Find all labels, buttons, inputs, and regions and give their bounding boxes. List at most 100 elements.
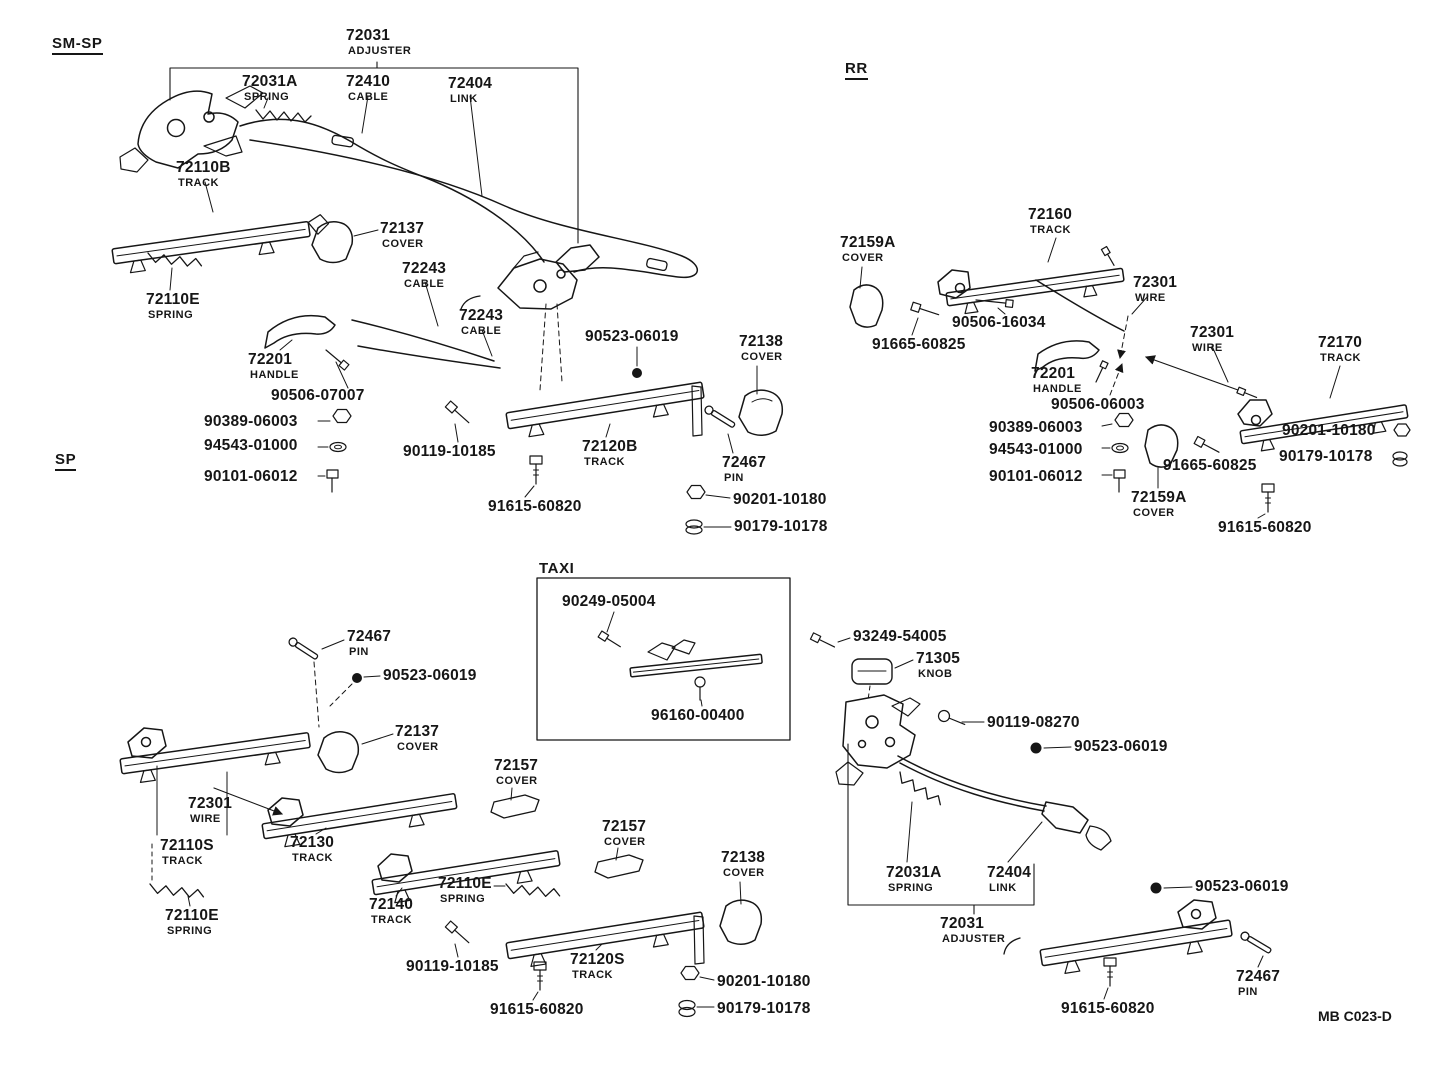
part-number: 90523-06019 bbox=[585, 328, 679, 345]
part-number: 90523-06019 bbox=[1074, 738, 1168, 755]
part-number: 72110E bbox=[438, 875, 492, 892]
pin-72467-bl-drawing bbox=[288, 637, 381, 728]
part-number: 90101-06012 bbox=[989, 468, 1083, 485]
spring-72110e-bl-drawing bbox=[149, 843, 205, 907]
part-number: 90249-05004 bbox=[562, 593, 656, 610]
part-number: 72140 bbox=[369, 896, 414, 913]
part-label-90119-10185: 90119-10185 bbox=[403, 444, 496, 460]
cover-72137-top-drawing bbox=[311, 221, 379, 264]
rr-fasteners-drawing bbox=[1101, 412, 1411, 519]
br-fasteners-drawing bbox=[1103, 882, 1272, 1000]
part-number: 91615-60820 bbox=[1061, 1000, 1155, 1017]
wire-72301-bl-drawing bbox=[213, 787, 284, 816]
part-description: COVER bbox=[842, 251, 884, 264]
cables-72410-72404-drawing bbox=[239, 95, 698, 279]
part-label-90523-06019: 90523-06019 bbox=[1074, 739, 1168, 755]
section-header-taxi: TAXI bbox=[539, 560, 575, 577]
part-label-90523-06019: 90523-06019 bbox=[383, 668, 477, 684]
part-number: 91665-60825 bbox=[1163, 457, 1257, 474]
part-description: KNOB bbox=[918, 667, 953, 680]
part-number: 90201-10180 bbox=[717, 973, 811, 990]
part-number: 72130 bbox=[290, 834, 335, 851]
part-number: 72467 bbox=[347, 628, 392, 645]
handle-72201-drawing bbox=[264, 314, 350, 389]
part-number: 96160-00400 bbox=[651, 707, 745, 724]
part-number: 72410 bbox=[346, 73, 391, 90]
part-number: 90119-10185 bbox=[406, 958, 499, 975]
part-label-90389-06003: 90389-06003 bbox=[204, 414, 298, 430]
part-number: 72138 bbox=[721, 849, 766, 866]
part-number: 72201 bbox=[248, 351, 293, 368]
part-number: 72467 bbox=[1236, 968, 1281, 985]
part-label-90119-08270: 90119-08270 bbox=[987, 715, 1080, 731]
part-description: CABLE bbox=[461, 324, 502, 337]
cover-72159a-top-drawing bbox=[849, 266, 884, 328]
part-description: COVER bbox=[604, 835, 646, 848]
part-number: 72157 bbox=[602, 818, 647, 835]
part-number: 72301 bbox=[1133, 274, 1178, 291]
part-description: LINK bbox=[450, 92, 478, 105]
part-number: 72110E bbox=[165, 907, 219, 924]
section-header-sm-sp: SM-SP bbox=[52, 36, 103, 55]
part-number: 72243 bbox=[402, 260, 447, 277]
part-number: 90506-07007 bbox=[271, 387, 365, 404]
part-number: 72137 bbox=[380, 220, 425, 237]
part-number: 90179-10178 bbox=[1279, 448, 1373, 465]
part-description: WIRE bbox=[1192, 341, 1223, 354]
part-label-90249-05004: 90249-05004 bbox=[562, 594, 656, 610]
part-description: TRACK bbox=[371, 913, 412, 926]
part-description: TRACK bbox=[572, 968, 613, 981]
part-number: 72031A bbox=[242, 73, 298, 90]
part-number: 72159A bbox=[1131, 489, 1187, 506]
track-72160-drawing bbox=[937, 237, 1125, 315]
adjuster-72031-drawing bbox=[119, 85, 264, 173]
part-description: COVER bbox=[741, 350, 783, 363]
section-header-rr: RR bbox=[845, 61, 868, 80]
part-number: 72243 bbox=[459, 307, 504, 324]
part-number: 90523-06019 bbox=[1195, 878, 1289, 895]
cover-72159a-bottom-drawing bbox=[1144, 424, 1220, 489]
part-label-91615-60820: 91615-60820 bbox=[1218, 520, 1312, 536]
part-number: 94543-01000 bbox=[989, 441, 1083, 458]
part-number: 90101-06012 bbox=[204, 468, 298, 485]
part-description: TRACK bbox=[1320, 351, 1361, 364]
part-label-91615-60820: 91615-60820 bbox=[1061, 1001, 1155, 1017]
cover-72137-bl-drawing bbox=[317, 731, 394, 774]
cover-72138-top-drawing bbox=[738, 365, 784, 436]
part-description: COVER bbox=[496, 774, 538, 787]
part-number: 90506-06003 bbox=[1051, 396, 1145, 413]
part-description: ADJUSTER bbox=[942, 932, 1006, 945]
part-description: COVER bbox=[382, 237, 424, 250]
link-72404-drawing bbox=[897, 755, 1112, 863]
part-number: 90119-10185 bbox=[403, 443, 496, 460]
part-label-90389-06003: 90389-06003 bbox=[989, 420, 1083, 436]
part-label-96160-00400: 96160-00400 bbox=[651, 708, 745, 724]
part-number: 72110E bbox=[146, 291, 200, 308]
part-label-90101-06012: 90101-06012 bbox=[204, 469, 298, 485]
part-description: TRACK bbox=[584, 455, 625, 468]
part-description: PIN bbox=[1238, 985, 1258, 998]
part-number: 90389-06003 bbox=[989, 419, 1083, 436]
br-bracket-drawing bbox=[847, 743, 1035, 915]
part-label-90523-06019: 90523-06019 bbox=[585, 329, 679, 345]
bl-fasteners-drawing bbox=[444, 920, 715, 1018]
part-number: 94543-01000 bbox=[204, 437, 298, 454]
part-number: 90201-10180 bbox=[733, 491, 827, 508]
